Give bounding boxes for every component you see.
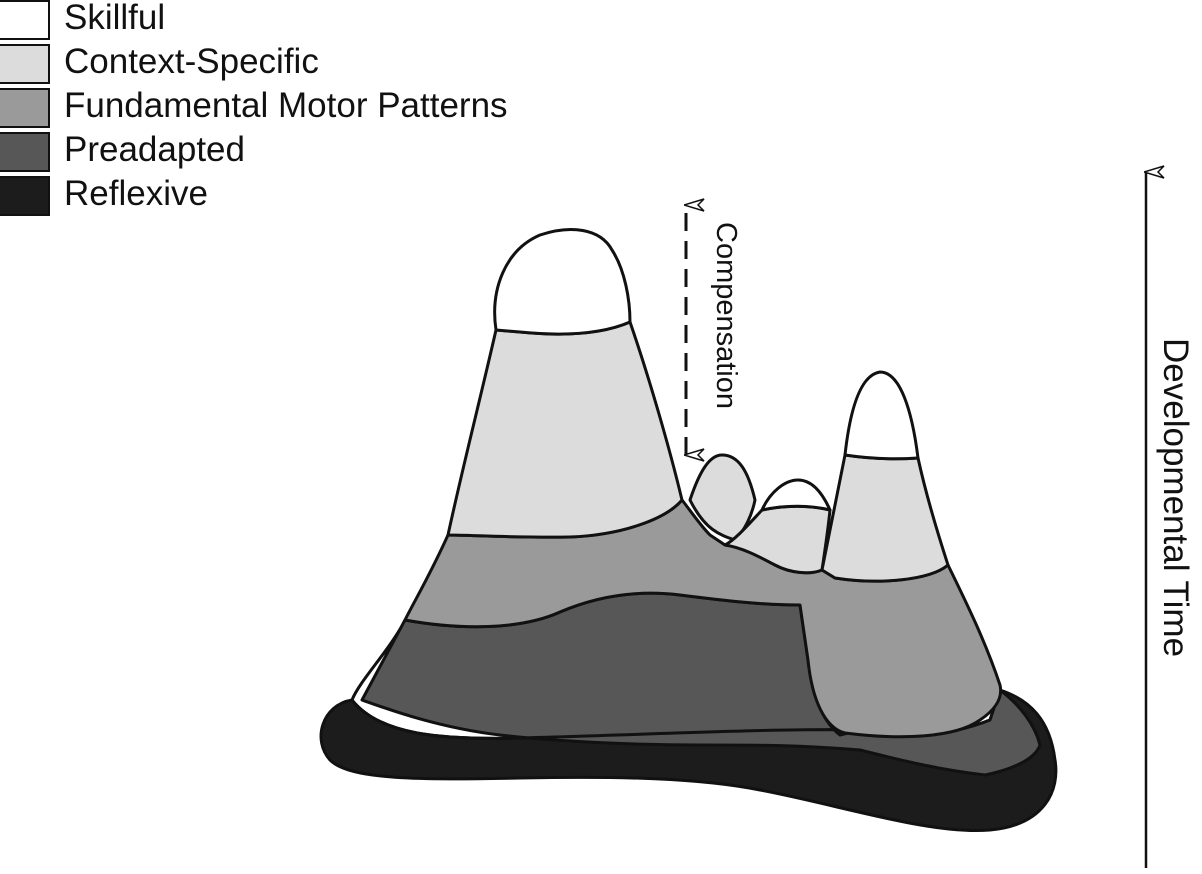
layer-skillful-peak4 <box>845 372 918 459</box>
layer-skillful-peak1 <box>495 230 630 335</box>
layer-context-specific-peak4 <box>822 455 948 581</box>
compensation-label: Compensation <box>710 222 742 409</box>
layer-context-specific-peak1 <box>448 322 682 537</box>
developmental-time-label: Developmental Time <box>1156 338 1195 657</box>
layer-skillful-peak3 <box>762 480 830 510</box>
